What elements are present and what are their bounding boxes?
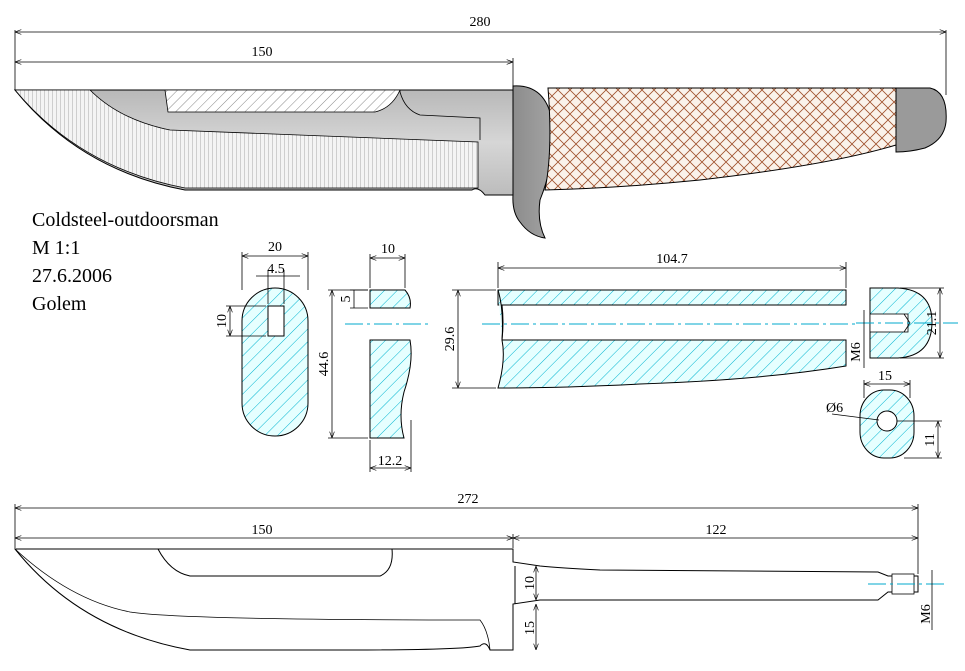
dim-guard-height: 44.6	[317, 352, 332, 377]
title-block: Coldsteel-outdoorsman M 1:1 27.6.2006 Go…	[32, 209, 219, 315]
top-dimensions: 280 150	[14, 15, 947, 95]
blade-edge-grind	[14, 89, 479, 189]
dim-ferrule-width: 20	[268, 240, 282, 255]
dim-pommel-hole-offset: 11	[923, 433, 938, 446]
blade-blank-profile: 272 150 122 10 15 M6	[13, 492, 944, 651]
dim-guard-thickness: 10	[381, 242, 395, 257]
blank-outline	[13, 548, 919, 651]
dim-overall-length: 280	[470, 15, 491, 30]
drawing-name: Coldsteel-outdoorsman	[32, 209, 219, 231]
dim-slot-height: 10	[215, 314, 230, 328]
handle-section: 104.7 29.6	[443, 252, 858, 389]
dim-blank-blade: 150	[252, 523, 273, 538]
handle	[544, 87, 897, 191]
pommel-end-view: 15 Ø6 11	[826, 369, 942, 459]
dim-pommel-height: 21.1	[925, 311, 940, 336]
dim-pommel-width: 15	[878, 369, 892, 384]
dim-tang-thread: M6	[919, 604, 934, 623]
dim-handle-height: 29.6	[443, 327, 458, 352]
dim-handle-length: 104.7	[656, 252, 688, 267]
pommel-section: 21.1 M6	[849, 287, 958, 368]
drawing-author: Golem	[32, 293, 87, 315]
dim-pommel-thread: M6	[849, 342, 864, 361]
dim-blade-root-height: 15	[523, 621, 538, 635]
blade-fuller	[164, 89, 401, 113]
dim-guard-offset: 5	[339, 296, 354, 303]
drawing-date: 27.6.2006	[32, 265, 112, 287]
dim-tang-length: 122	[706, 523, 727, 538]
dim-slot-width: 4.5	[267, 262, 285, 277]
ferrule-section: 20 4.5 10	[215, 240, 309, 437]
pommel	[895, 87, 947, 153]
dim-blade-length: 150	[252, 45, 273, 60]
drawing-scale: M 1:1	[32, 237, 80, 259]
dim-blank-length: 272	[458, 492, 479, 507]
guard-section: 10 5 44.6 12.2	[317, 242, 432, 472]
top-knife-view	[13, 85, 947, 239]
spine-shoulder	[399, 90, 481, 140]
dim-tang-height: 10	[523, 576, 538, 590]
dim-pommel-hole: Ø6	[826, 401, 843, 416]
dim-guard-depth: 12.2	[378, 454, 403, 469]
guard	[512, 85, 554, 239]
